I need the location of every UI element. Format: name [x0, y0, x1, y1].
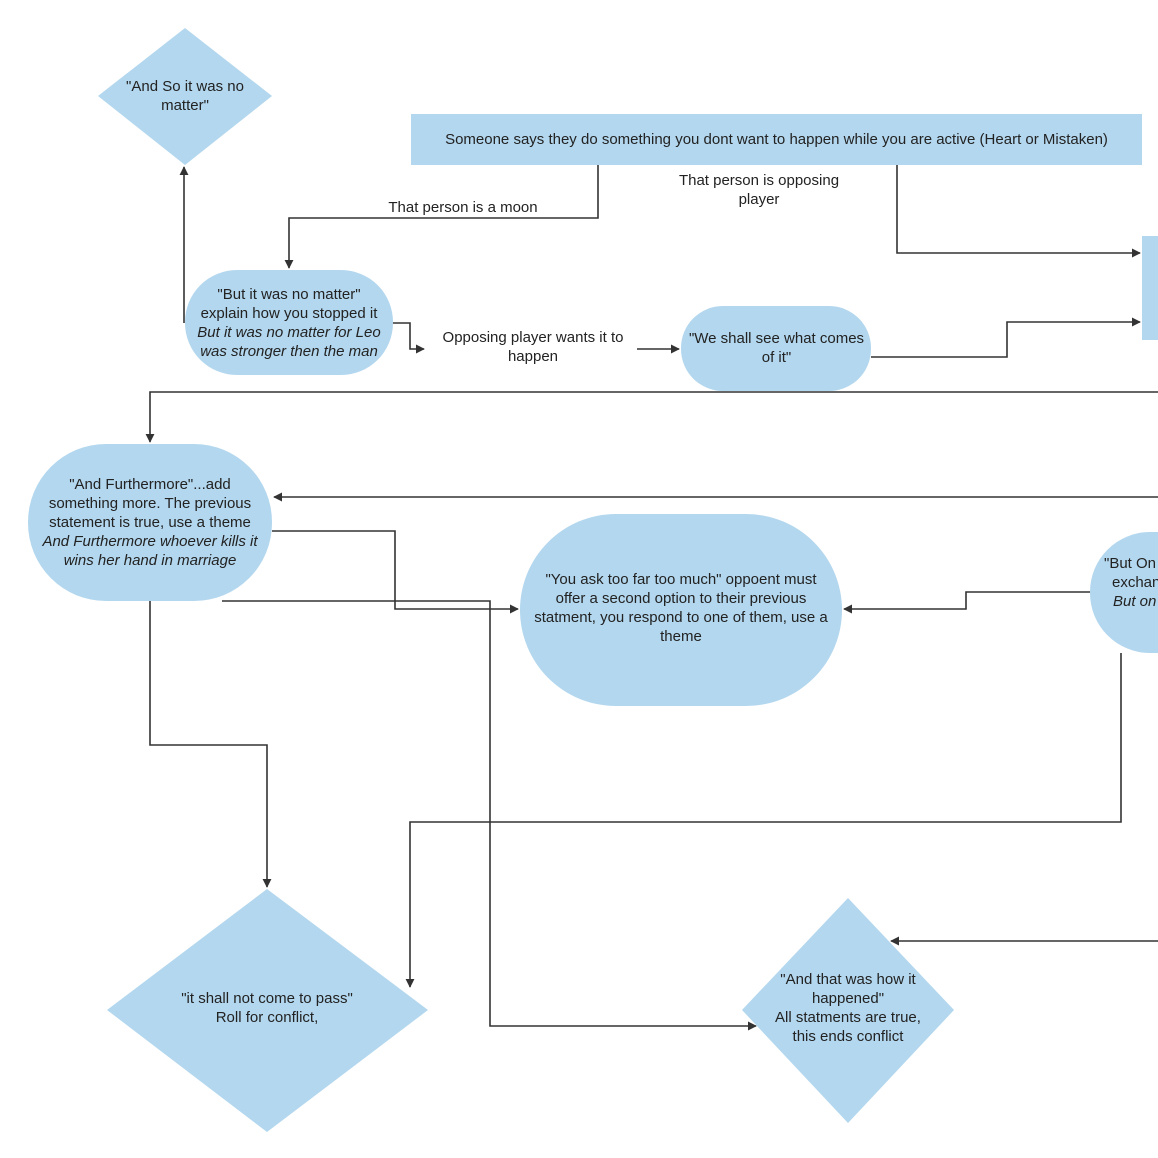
terminal-ask-too-far	[520, 514, 842, 706]
we-shall-see-text: "We shall see what comes of it"	[683, 316, 870, 380]
but-no-matter-line1: "But it was no matter"	[217, 286, 361, 303]
edge-and-furthermore-to-ask-too-far	[272, 530, 519, 614]
process-trigger	[411, 114, 1142, 165]
and-furthermore-line1: "And Furthermore"...add something more. …	[48, 475, 252, 531]
terminal-and-furthermore	[28, 444, 272, 601]
shall-not-pass-line1: "it shall not come to pass"	[181, 990, 353, 1007]
how-it-happened-text: "And that was how it happened" All statm…	[768, 968, 928, 1048]
and-furthermore-example: And Furthermore whoever kills it wins he…	[42, 532, 258, 569]
edge-trigger-to-right	[896, 165, 1141, 258]
but-only-line1: "But On	[1104, 554, 1157, 572]
edge-label-wants: Opposing player wants it to happen	[432, 328, 634, 366]
how-it-happened-line1: "And that was how it happened"	[780, 971, 916, 1007]
terminal-but-only	[1090, 532, 1158, 653]
terminal-but-no-matter	[185, 270, 393, 375]
terminal-we-shall-see	[681, 306, 871, 391]
and-so-no-matter-text: "And So it was no matter"	[118, 70, 252, 122]
but-only-example: But on	[1113, 592, 1157, 610]
edge-but-no-matter-to-wants	[393, 322, 425, 354]
but-no-matter-example: But it was no matter for Leo was stronge…	[197, 324, 381, 360]
ask-too-far-text: "You ask too far too much" oppoent must …	[534, 560, 828, 656]
edge-but-only-to-ask-too-far	[843, 591, 1090, 614]
decision-and-so-no-matter	[98, 28, 272, 165]
we-shall-see-label: "We shall see what comes of it"	[688, 330, 865, 366]
edge-and-furthermore-to-shall-not-pass	[149, 601, 272, 888]
but-no-matter-text: "But it was no matter" explain how you s…	[189, 280, 389, 366]
decision-shall-not-pass	[107, 889, 428, 1132]
edge-and-furthermore-to-how-it-happened	[222, 600, 757, 1031]
and-so-no-matter-label: "And So it was no matter"	[126, 78, 244, 114]
edge-label-opposing: That person is opposing player	[672, 171, 846, 209]
shall-not-pass-line2: Roll for conflict,	[215, 1009, 319, 1026]
decision-how-it-happened	[742, 898, 954, 1123]
ask-too-far-label: "You ask too far too much" oppoent must …	[534, 571, 828, 645]
edge-but-only-to-shall-not-pass	[405, 653, 1122, 988]
shall-not-pass-text: "it shall not come to pass" Roll for con…	[157, 988, 377, 1028]
but-only-line2: exchan	[1112, 573, 1158, 591]
and-furthermore-text: "And Furthermore"...add something more. …	[34, 462, 266, 582]
edge-we-shall-see-to-right	[871, 317, 1141, 358]
edge-right-to-and-furthermore	[145, 391, 1158, 443]
trigger-label: Someone says they do something you dont …	[445, 130, 1108, 148]
but-only-text: "But On exchan But on	[1104, 550, 1158, 614]
edge-trigger-to-but-no-matter	[284, 165, 599, 269]
trigger-text: Someone says they do something you dont …	[414, 116, 1139, 162]
process-right-clipped	[1142, 236, 1158, 340]
how-it-happened-line2: All statments are true, this ends confli…	[775, 1009, 921, 1045]
edge-label-moon: That person is a moon	[378, 198, 548, 217]
but-no-matter-line2: explain how you stopped it	[200, 305, 378, 322]
